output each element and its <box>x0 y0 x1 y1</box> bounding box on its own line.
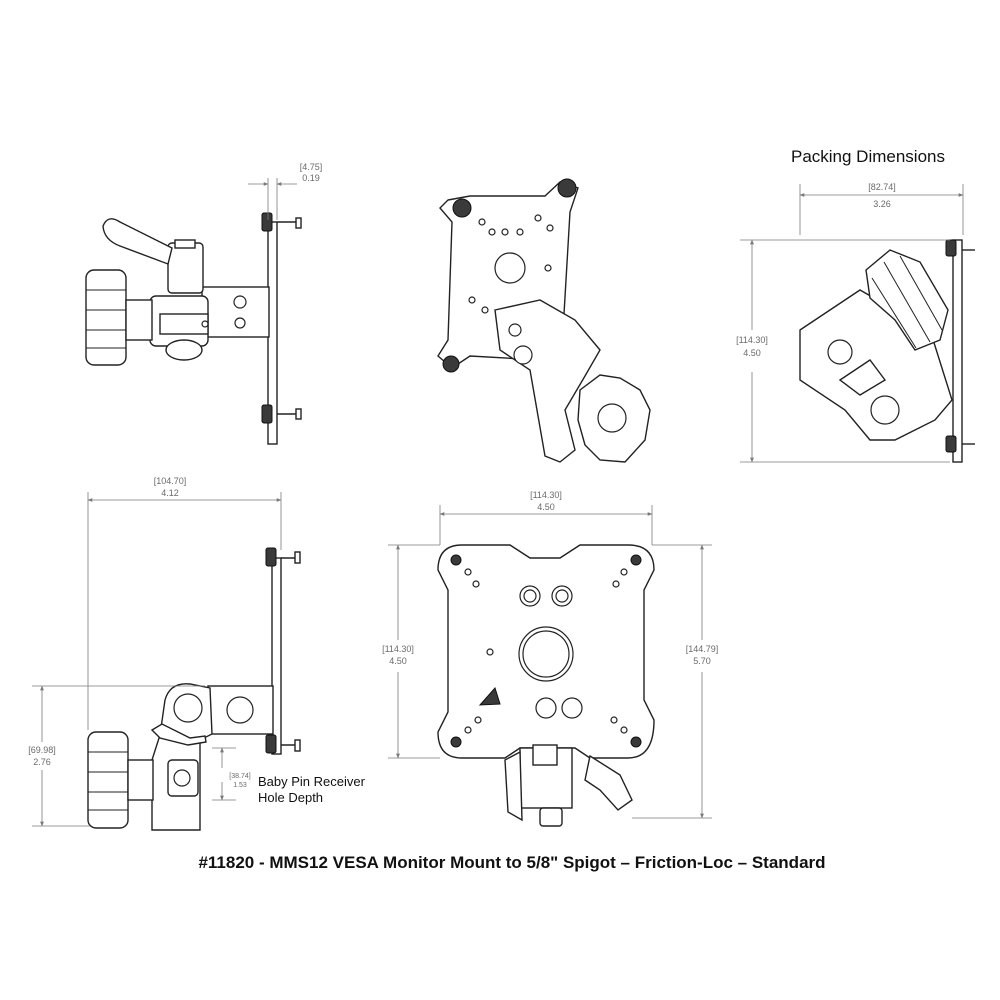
dim-pin-depth: [38.74] 1.53 Baby Pin Receiver Hole Dept… <box>212 747 366 805</box>
dim-overall-height: [144.79] 5.70 <box>632 544 719 819</box>
dim-pack-height: [114.30] 4.50 <box>736 239 950 463</box>
dim-front-height-in: 4.50 <box>389 656 407 666</box>
front-view <box>437 544 655 827</box>
dim-pin-depth-in: 1.53 <box>233 782 247 789</box>
dim-plate-thickness-mm: [4.75] <box>300 162 323 172</box>
isometric-view <box>437 178 651 463</box>
note-baby-pin-receiver: Baby Pin Receiver <box>258 774 366 789</box>
dim-pack-height-mm: [114.30] <box>736 335 768 345</box>
dim-front-height: [114.30] 4.50 <box>382 544 440 759</box>
dim-pin-depth-mm: [38.74] <box>229 773 250 780</box>
dim-depth: [104.70] 4.12 <box>87 476 282 730</box>
dim-depth-mm: [104.70] <box>154 476 187 486</box>
dim-overall-height-in: 5.70 <box>693 656 711 666</box>
dim-pack-width: [82.74] 3.26 <box>799 182 964 235</box>
dim-pack-width-mm: [82.74] <box>868 182 896 192</box>
side-view-bottom-left <box>87 547 301 831</box>
drawing-caption: #11820 - MMS12 VESA Monitor Mount to 5/8… <box>198 853 825 872</box>
dim-overall-height-mm: [144.79] <box>686 644 719 654</box>
side-view-top-left <box>85 212 302 445</box>
dim-pack-width-in: 3.26 <box>873 199 891 209</box>
dim-plate-thickness-in: 0.19 <box>302 173 320 183</box>
packing-view: Packing Dimensions <box>791 147 975 463</box>
dim-front-width-mm: [114.30] <box>530 490 562 500</box>
dim-pack-height-in: 4.50 <box>743 348 761 358</box>
dim-side-height: [69.98] 2.76 <box>28 685 205 827</box>
dim-side-height-in: 2.76 <box>33 757 51 767</box>
dim-front-width-in: 4.50 <box>537 502 555 512</box>
packing-title: Packing Dimensions <box>791 147 945 166</box>
dim-plate-thickness: [4.75] 0.19 <box>248 162 322 220</box>
dim-side-height-mm: [69.98] <box>28 745 56 755</box>
dim-front-width: [114.30] 4.50 <box>439 490 653 545</box>
note-hole-depth: Hole Depth <box>258 790 323 805</box>
dim-depth-in: 4.12 <box>161 488 179 498</box>
dim-front-height-mm: [114.30] <box>382 644 414 654</box>
